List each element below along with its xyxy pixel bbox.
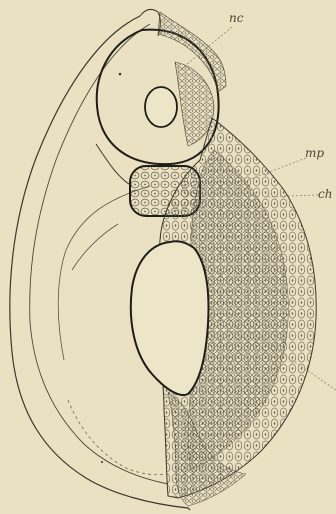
splanchnic-line	[72, 224, 118, 270]
label-muscle-plate: mp	[305, 147, 324, 159]
speck	[101, 461, 103, 463]
speck	[119, 73, 122, 76]
label-neural-canal: nc	[229, 12, 243, 24]
coelom-dashed	[68, 400, 166, 475]
label-chorda: ch	[318, 188, 332, 200]
neural-canal	[145, 87, 177, 127]
dorsal-crest	[140, 9, 160, 36]
somatic-line	[96, 144, 132, 186]
gut-lumen	[131, 241, 209, 395]
